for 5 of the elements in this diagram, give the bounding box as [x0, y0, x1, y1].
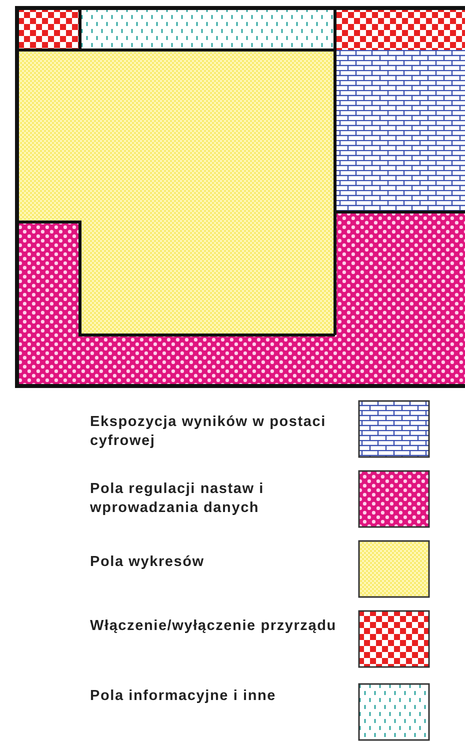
- legend-label: Ekspozycja wyników w postaci cyfrowej: [90, 413, 327, 451]
- legend-label: Włączenie/wyłączenie przyrządu: [90, 617, 338, 636]
- legend-label: Pola regulacji nastaw i wprowadzania danych: [90, 480, 265, 518]
- legend-label: Pola informacyjne i inne: [90, 687, 277, 706]
- legend-label: Pola wykresów: [90, 553, 206, 572]
